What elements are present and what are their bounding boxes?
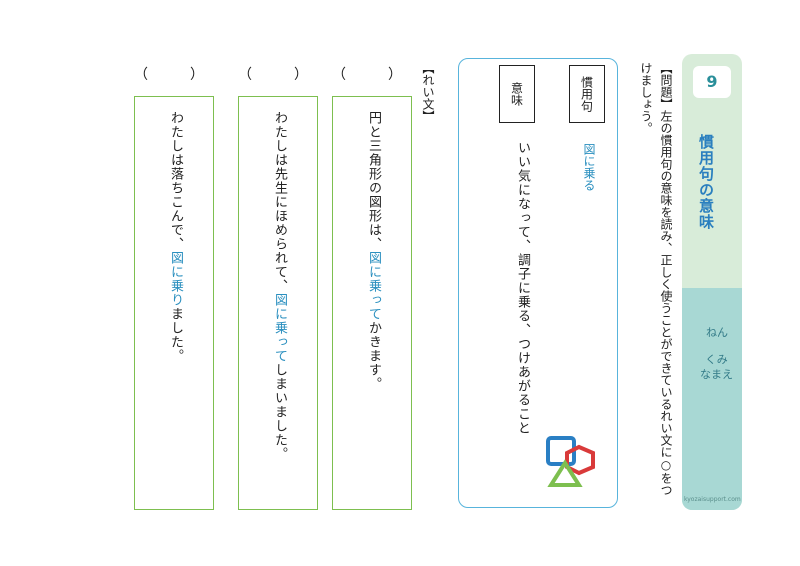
question-bracket: 【問題】	[659, 62, 673, 110]
question-body: 左の慣用句の意味を読み、正しく使うことができているれい文に○をつけましょう。	[639, 62, 673, 496]
example-sentence-2: わたしは先生にほめられて、図に乗ってしまいました。	[272, 111, 287, 461]
idiom-meaning: いい気になって、調子に乗る、つけあがること	[515, 141, 530, 435]
answer-parens-3[interactable]: （ ）	[134, 67, 218, 83]
class-label: くみ	[705, 353, 728, 366]
sheet-title: 慣用句の意味	[697, 134, 715, 230]
example-sentence-1: 円と三角形の図形は、図に乗ってかきます。	[366, 111, 381, 391]
answer-parens-2[interactable]: （ ）	[238, 67, 322, 83]
sidebar-name-area	[682, 288, 742, 510]
shapes-illustration-icon	[546, 436, 595, 487]
name-label: なまえ	[700, 368, 733, 381]
highlighted-idiom: 図に乗って	[366, 251, 381, 321]
worksheet-sidebar: 9 慣用句の意味 ねん くみ なまえ kyozaisupport.com	[682, 54, 742, 510]
imi-tag: 意味	[499, 65, 535, 123]
idiom-phrase: 図に乗る	[582, 143, 596, 191]
example-label: 【れい文】	[421, 62, 435, 122]
example-box-2: わたしは先生にほめられて、図に乗ってしまいました。	[238, 96, 318, 510]
highlighted-idiom: 図に乗り	[168, 251, 183, 307]
example-box-1: 円と三角形の図形は、図に乗ってかきます。	[332, 96, 412, 510]
idiom-box: 慣用句 意味 図に乗る いい気になって、調子に乗る、つけあがること	[458, 58, 618, 508]
class-name-labels: くみ なまえ	[700, 352, 733, 382]
kanyouku-tag: 慣用句	[569, 65, 605, 123]
sheet-number: 9	[693, 66, 731, 98]
answer-parens-1[interactable]: （ ）	[332, 67, 416, 83]
site-credit: kyozaisupport.com	[684, 496, 741, 503]
question-text: 【問題】左の慣用句の意味を読み、正しく使うことができているれい文に○をつけましょ…	[636, 62, 676, 502]
grade-label: ねん	[706, 326, 728, 339]
example-sentence-3: わたしは落ちこんで、図に乗りました。	[168, 111, 183, 363]
highlighted-idiom: 図に乗って	[272, 293, 287, 363]
example-box-3: わたしは落ちこんで、図に乗りました。	[134, 96, 214, 510]
